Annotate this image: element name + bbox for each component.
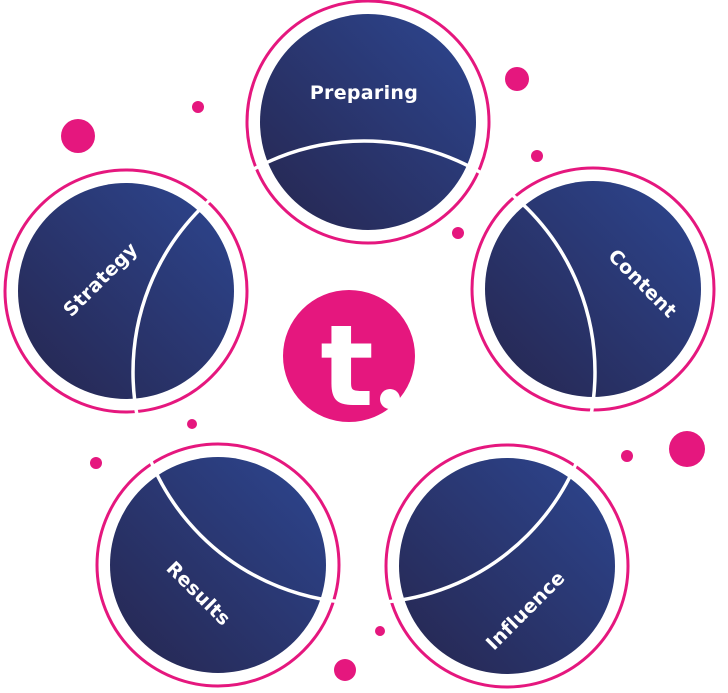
decorative-dot xyxy=(375,626,385,636)
decorative-dot xyxy=(505,67,529,91)
node-circle xyxy=(260,14,476,230)
decorative-dot xyxy=(452,227,464,239)
node-preparing xyxy=(245,0,491,245)
node-layer xyxy=(3,0,716,689)
decorative-dot xyxy=(192,101,204,113)
node-outer-ring xyxy=(95,442,341,688)
decorative-dot xyxy=(90,457,102,469)
decorative-dot xyxy=(61,119,95,153)
node-strategy xyxy=(3,168,249,414)
node-circle xyxy=(399,458,615,674)
decorative-dot xyxy=(334,659,356,681)
node-circle xyxy=(485,181,701,397)
decorative-dots xyxy=(61,67,705,681)
connecting-ring xyxy=(131,139,597,605)
node-label-preparing: Preparing xyxy=(310,82,418,104)
decorative-dot xyxy=(669,431,705,467)
node-circle xyxy=(110,457,326,673)
brand-t-logo-icon: t xyxy=(283,290,415,432)
node-outer-ring xyxy=(3,168,249,414)
decorative-dot xyxy=(531,150,543,162)
decorative-dot xyxy=(187,419,197,429)
node-influence xyxy=(384,443,630,689)
node-outer-ring xyxy=(384,443,630,689)
decorative-dot xyxy=(621,450,633,462)
logo-circle xyxy=(283,290,415,422)
node-results xyxy=(95,442,341,688)
logo-dot xyxy=(380,389,400,409)
logo-letter: t xyxy=(320,302,374,432)
node-outer-ring xyxy=(245,0,491,245)
node-content xyxy=(470,166,716,412)
node-circle xyxy=(18,183,234,399)
